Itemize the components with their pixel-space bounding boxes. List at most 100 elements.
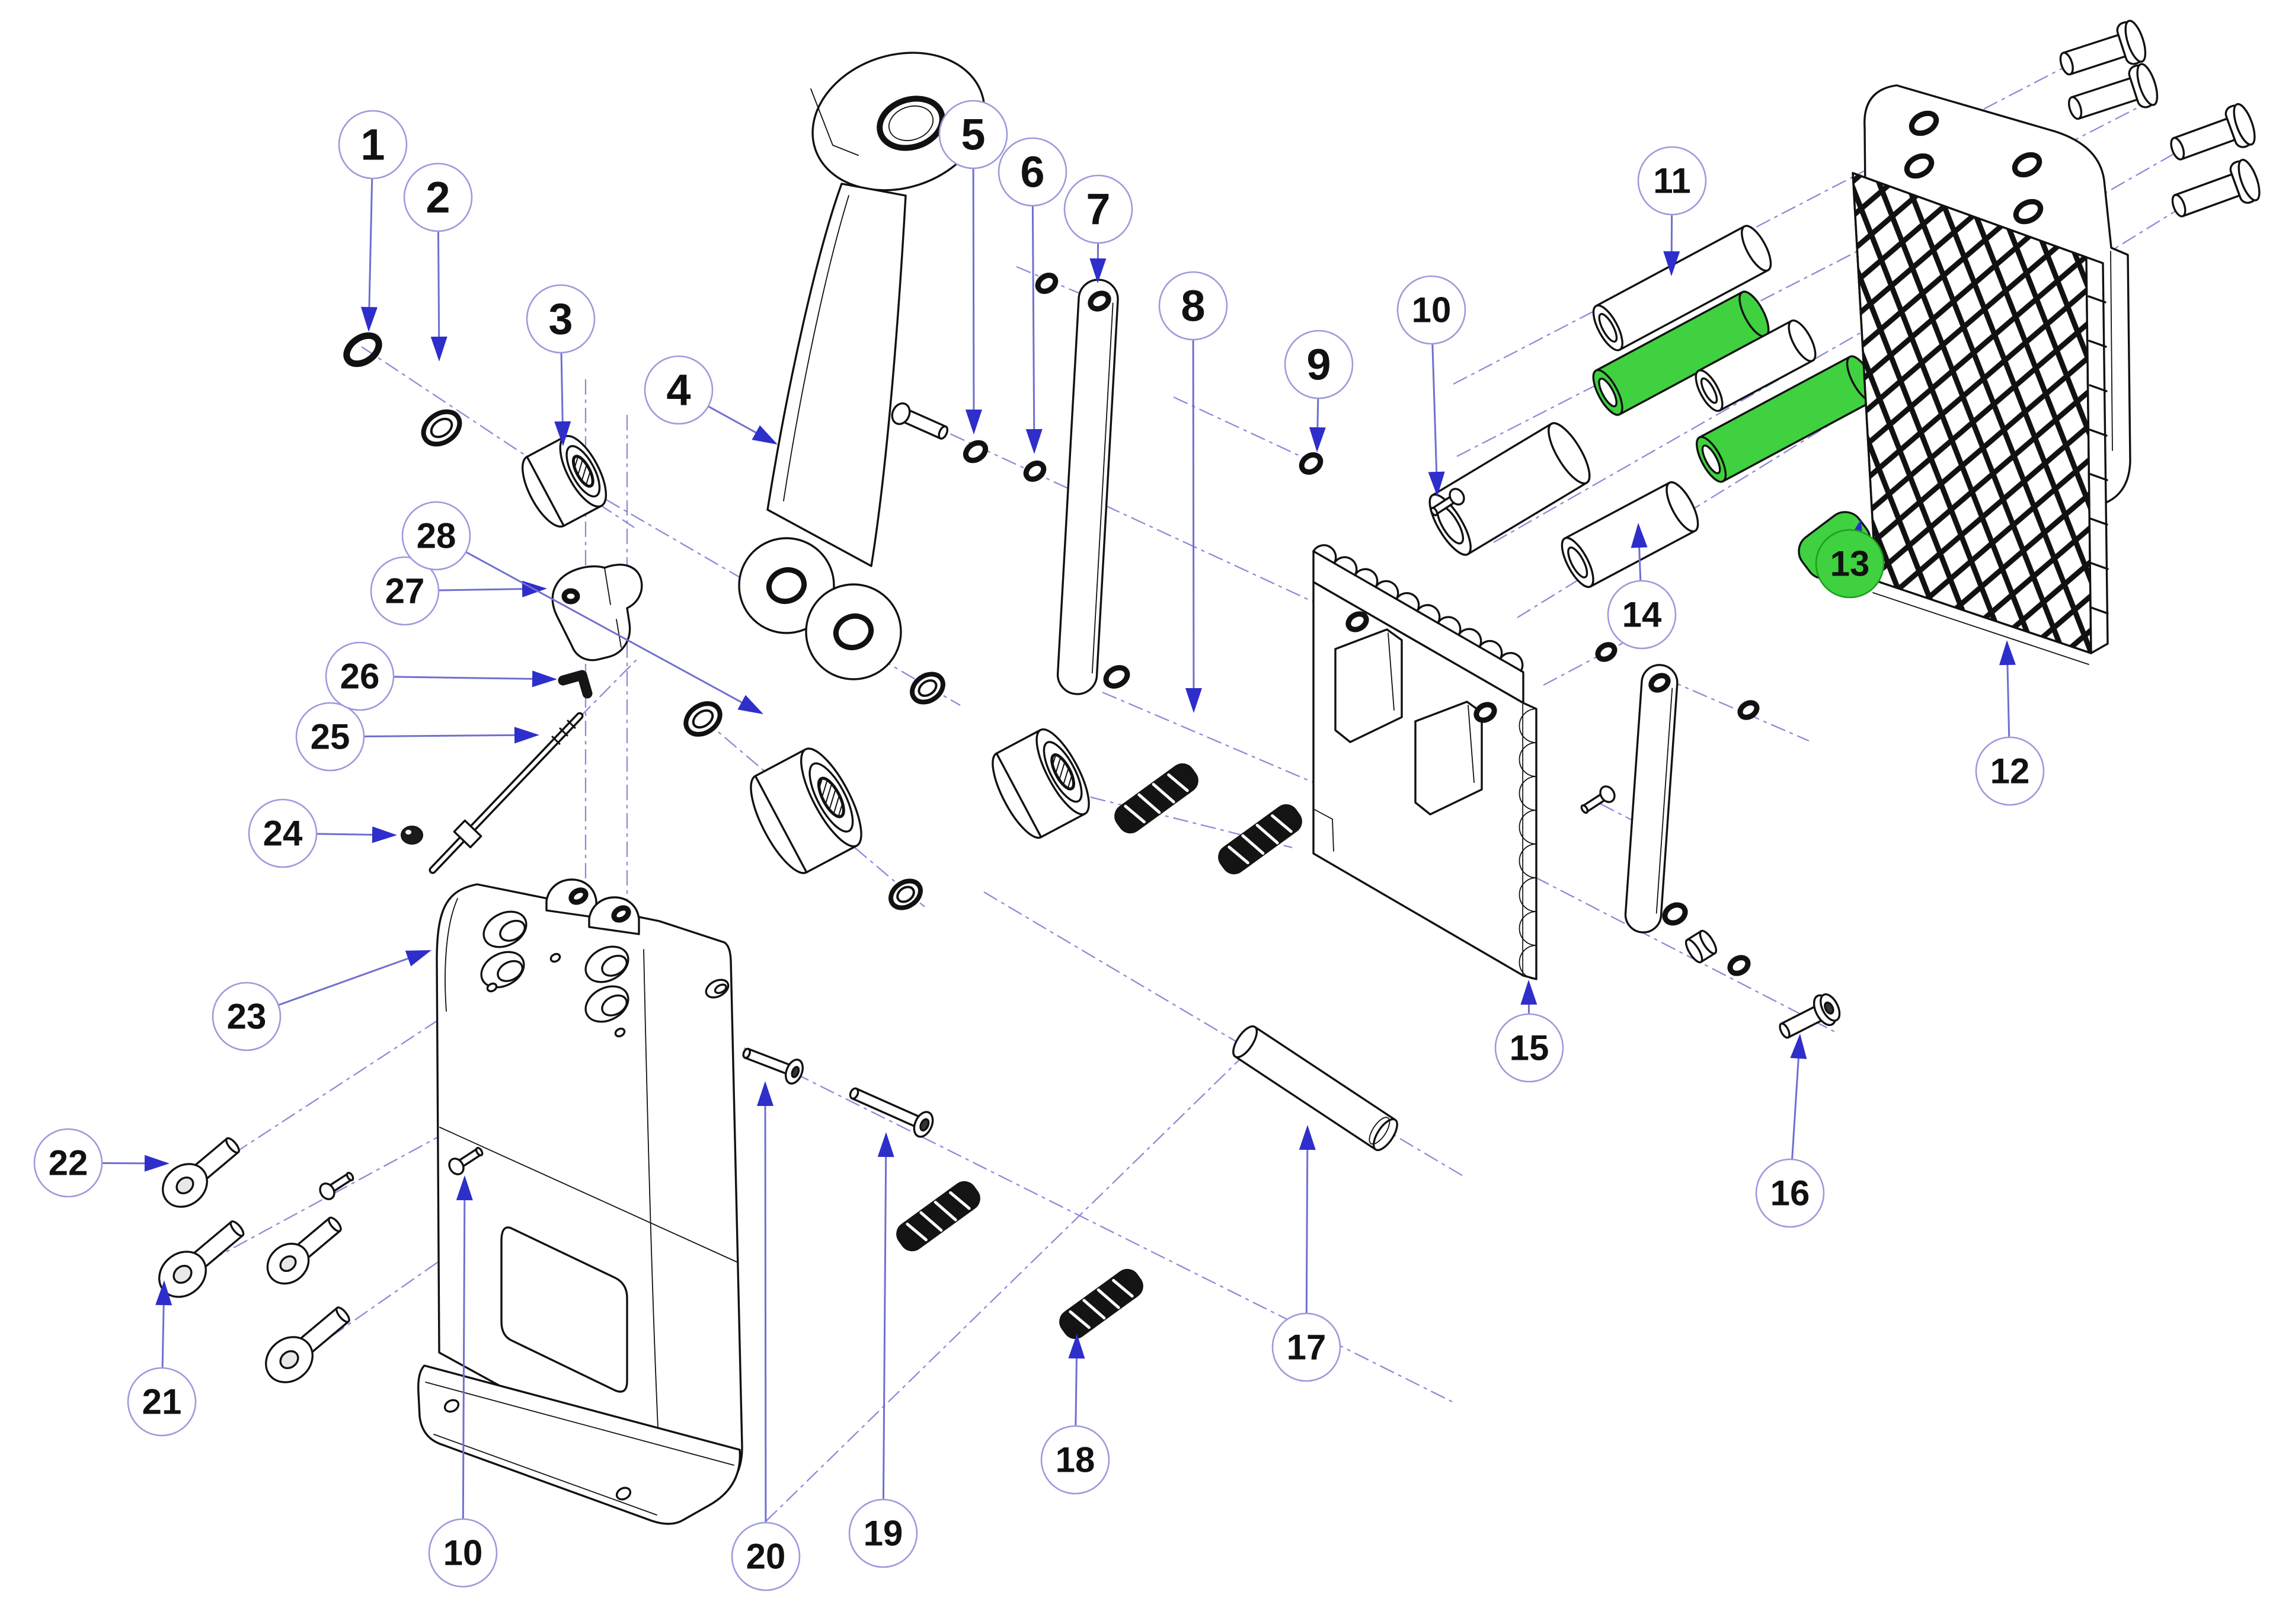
callout-1[interactable]: 1	[338, 110, 408, 332]
leader-line	[278, 955, 415, 1006]
leader-arrowhead	[1428, 471, 1445, 497]
flat-head-screw	[265, 1306, 350, 1383]
callout-bubble[interactable]	[401, 501, 471, 571]
callout-number: 24	[263, 814, 303, 853]
housing	[417, 878, 743, 1525]
callout-bubble[interactable]	[338, 110, 408, 180]
flat-head-screw	[162, 1137, 240, 1208]
latch-ramp	[1334, 628, 1403, 743]
counterbored-hole	[482, 910, 528, 948]
pan-screw	[849, 1087, 934, 1138]
callout-bubble[interactable]	[1396, 275, 1466, 345]
callout-6[interactable]: 6	[998, 137, 1067, 454]
callout-13-highlighted[interactable]: 13	[1815, 519, 1885, 599]
washer	[1299, 452, 1324, 475]
callout-19[interactable]: 19	[848, 1132, 918, 1568]
callout-bubble[interactable]	[938, 100, 1008, 170]
callout-10[interactable]: 10	[428, 1175, 498, 1588]
leader-line	[708, 405, 763, 437]
callout-bubble[interactable]	[127, 1367, 197, 1437]
spring	[1059, 1268, 1143, 1340]
callout-16[interactable]: 16	[1755, 1034, 1825, 1228]
callout-9[interactable]: 9	[1284, 330, 1354, 452]
leader-line	[1431, 343, 1438, 479]
callout-bubble[interactable]	[1637, 146, 1707, 216]
callout-18[interactable]: 18	[1040, 1334, 1110, 1495]
latch-lever	[551, 564, 643, 661]
callout-8[interactable]: 8	[1158, 271, 1228, 713]
callout-10[interactable]: 10	[1396, 275, 1466, 497]
callout-bubble[interactable]	[370, 556, 440, 626]
leader-line	[393, 676, 540, 680]
housing-cap	[417, 1364, 741, 1525]
callout-17[interactable]: 17	[1271, 1125, 1341, 1382]
callout-bubble[interactable]	[1284, 330, 1354, 399]
link-hole	[1103, 665, 1130, 689]
leader-arrowhead	[1025, 429, 1043, 454]
callout-bubble[interactable]	[325, 641, 395, 711]
leader-arrowhead	[1663, 251, 1680, 276]
callout-bubble[interactable]	[1271, 1312, 1341, 1382]
leader-line	[1192, 339, 1195, 696]
washer	[910, 672, 945, 705]
counterbored-hole	[480, 951, 525, 989]
leader-line	[972, 168, 975, 417]
leader-arrowhead	[430, 336, 447, 362]
callout-3[interactable]: 3	[526, 284, 596, 446]
leader-line	[462, 1193, 466, 1520]
callout-bubble[interactable]	[295, 702, 365, 772]
callout-28[interactable]: 28	[401, 501, 763, 714]
callout-11[interactable]: 11	[1637, 146, 1707, 276]
callout-5[interactable]: 5	[938, 100, 1008, 434]
callout-bubble[interactable]	[1607, 580, 1677, 650]
leader-line	[560, 352, 564, 429]
callout-number: 2	[426, 173, 450, 222]
callout-bubble[interactable]	[644, 355, 714, 425]
pan-screw	[742, 1047, 804, 1085]
callout-2[interactable]: 2	[403, 162, 473, 362]
callout-bubble[interactable]	[1755, 1158, 1825, 1228]
leader-line	[161, 1297, 165, 1369]
callout-21[interactable]: 21	[127, 1280, 197, 1437]
housing-recess	[500, 1226, 628, 1393]
callout-22[interactable]: 22	[33, 1128, 170, 1198]
leader-arrowhead	[965, 409, 982, 434]
callout-bubble-highlighted[interactable]	[1815, 529, 1885, 599]
callout-number: 18	[1056, 1440, 1095, 1480]
callout-26[interactable]: 26	[325, 641, 557, 711]
callout-bubble[interactable]	[1158, 271, 1228, 341]
callout-bubble[interactable]	[1975, 736, 2045, 806]
leader-line	[437, 231, 440, 344]
callout-bubble[interactable]	[428, 1518, 498, 1588]
callout-14[interactable]: 14	[1607, 523, 1677, 650]
callout-15[interactable]: 15	[1494, 980, 1564, 1083]
callout-12[interactable]: 12	[1975, 640, 2045, 806]
callout-4[interactable]: 4	[644, 355, 778, 445]
mount-screw	[2059, 20, 2147, 76]
callout-bubble[interactable]	[848, 1498, 918, 1568]
callout-bubble[interactable]	[403, 162, 473, 232]
callout-bubble[interactable]	[731, 1521, 801, 1591]
mount-screw	[2068, 63, 2159, 120]
callout-bubble[interactable]	[248, 798, 318, 868]
callout-bubble[interactable]	[1494, 1013, 1564, 1083]
callout-27[interactable]: 27	[370, 556, 547, 626]
washer	[1023, 461, 1047, 482]
callout-25[interactable]: 25	[295, 702, 539, 772]
callout-23[interactable]: 23	[212, 950, 431, 1051]
callout-20[interactable]: 20	[731, 1081, 801, 1591]
callout-bubble[interactable]	[998, 137, 1067, 207]
callout-bubble[interactable]	[33, 1128, 103, 1198]
mount-screw	[2171, 158, 2261, 218]
callout-bubble[interactable]	[1040, 1425, 1110, 1495]
callout-24[interactable]: 24	[248, 798, 397, 868]
callout-bubble[interactable]	[212, 982, 282, 1051]
callout-bubble[interactable]	[1063, 174, 1133, 244]
callout-7[interactable]: 7	[1063, 174, 1133, 283]
callout-number: 25	[311, 717, 350, 757]
washer	[963, 440, 989, 463]
callout-bubble[interactable]	[526, 284, 596, 354]
leader-line	[316, 833, 380, 836]
callout-number: 7	[1086, 185, 1110, 234]
